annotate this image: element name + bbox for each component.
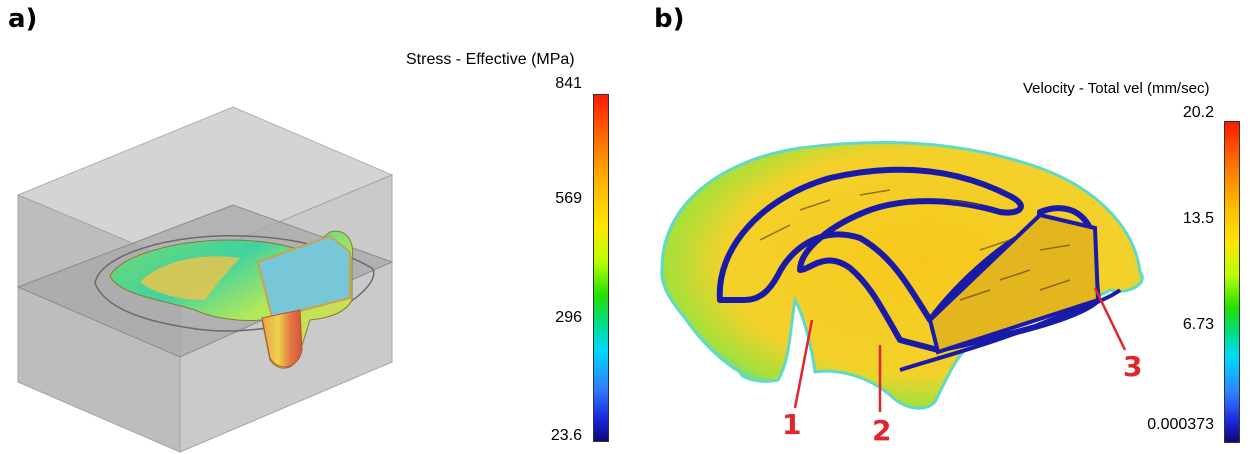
stress-legend-title: Stress - Effective (MPa) bbox=[406, 51, 575, 68]
velocity-tick-3: 6.73 bbox=[1182, 316, 1214, 333]
forging-part-rib bbox=[256, 234, 351, 320]
flash-outline bbox=[94, 234, 375, 332]
velocity-tick-2: 13.5 bbox=[1182, 210, 1214, 227]
callout-3: 3 bbox=[1123, 350, 1143, 383]
callout-line-1 bbox=[793, 319, 814, 409]
velocity-colorbar bbox=[1224, 121, 1240, 443]
callout-2: 2 bbox=[872, 414, 892, 447]
panel-b-label: b) bbox=[654, 4, 685, 34]
panel-a-label: a) bbox=[8, 4, 38, 34]
stress-tick-min: 23.6 bbox=[550, 427, 582, 444]
velocity-inner-rib bbox=[716, 166, 1101, 353]
forging-part-boss bbox=[261, 309, 303, 368]
velocity-tick-max: 20.2 bbox=[1182, 104, 1214, 121]
stress-tick-max: 841 bbox=[555, 75, 582, 92]
callout-1: 1 bbox=[782, 408, 802, 441]
velocity-tick-min: 0.000373 bbox=[1147, 416, 1214, 433]
stress-tick-2: 569 bbox=[555, 190, 582, 207]
forging-part-arc bbox=[140, 256, 240, 300]
velocity-legend-title: Velocity - Total vel (mm/sec) bbox=[1023, 80, 1210, 97]
velocity-boss-block bbox=[927, 212, 1101, 355]
callout-line-3 bbox=[1093, 287, 1127, 351]
stress-colorbar bbox=[593, 94, 609, 442]
stress-tick-3: 296 bbox=[555, 309, 582, 326]
